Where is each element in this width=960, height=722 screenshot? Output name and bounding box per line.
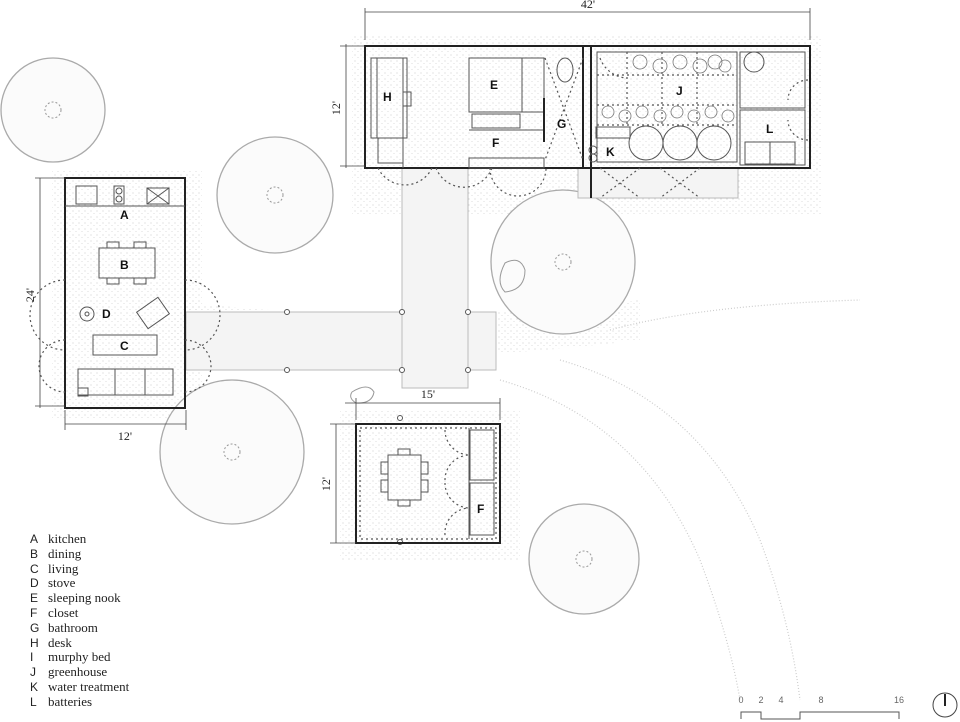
tree-icon	[490, 189, 636, 335]
svg-text:4: 4	[778, 695, 783, 705]
rock-icon	[350, 386, 375, 404]
room-label-kitchen: A	[120, 208, 129, 222]
trees	[0, 57, 640, 615]
dimension-labels: 42' 12' 24' 12' 15' 12'	[23, 0, 595, 491]
room-label-closet: F	[492, 136, 499, 150]
room-label-dining: B	[120, 258, 129, 272]
dim-bottom-width: 15'	[421, 387, 435, 401]
svg-text:2: 2	[758, 695, 763, 705]
main-building	[364, 45, 811, 199]
footpath	[499, 299, 861, 701]
dim-main-depth: 12'	[329, 101, 343, 115]
dim-bottom-depth: 12'	[319, 477, 333, 491]
deck-walkways	[185, 167, 739, 545]
room-label-stove: D	[102, 307, 111, 321]
dim-main-width: 42'	[581, 0, 595, 11]
left-building	[29, 177, 221, 409]
dim-left-width: 12'	[118, 429, 132, 443]
tree-icon	[528, 503, 640, 615]
room-label-living: C	[120, 339, 129, 353]
plant-icons	[601, 54, 735, 123]
bottom-building	[355, 423, 501, 544]
room-label-closet-2: F	[477, 502, 484, 516]
tree-icon	[0, 57, 106, 163]
svg-text:8: 8	[818, 695, 823, 705]
tree-icon	[216, 136, 334, 254]
room-label-greenhouse: J	[676, 84, 683, 98]
room-label-water-treatment: K	[606, 145, 615, 159]
rock-icon	[499, 259, 526, 293]
room-label-batteries: L	[766, 122, 773, 136]
dimension-lines	[35, 8, 811, 544]
svg-text:16: 16	[894, 695, 904, 705]
room-label-sleeping-nook: E	[490, 78, 498, 92]
scale-bar: 0 2 4 8 16	[738, 695, 904, 720]
tree-icon	[159, 379, 305, 525]
room-labels: A B C D E F F G H J K L	[102, 78, 773, 516]
dim-left-depth: 24'	[23, 288, 37, 302]
room-label-bathroom: G	[557, 117, 566, 131]
north-arrow-icon	[932, 692, 958, 718]
room-label-desk: H	[383, 90, 392, 104]
svg-text:0: 0	[738, 695, 743, 705]
